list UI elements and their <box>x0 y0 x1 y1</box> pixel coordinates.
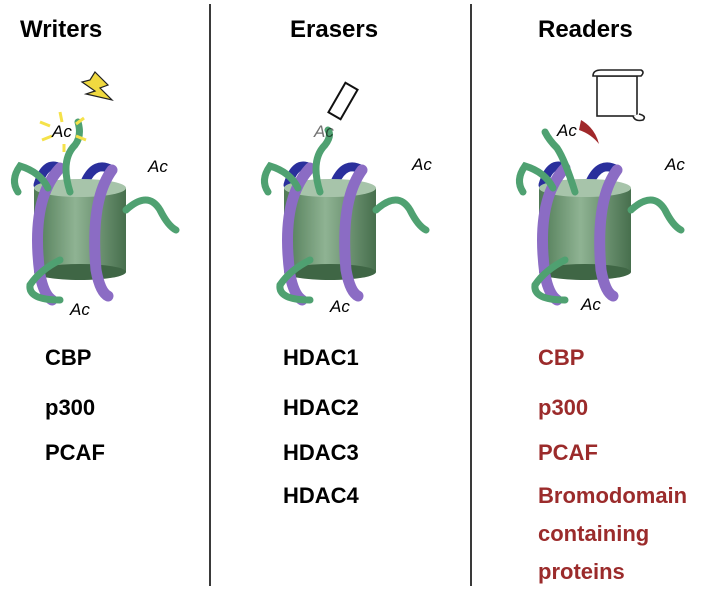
protein-label: HDAC1 <box>283 345 359 370</box>
readers-title: Readers <box>538 16 633 43</box>
histone-tail <box>312 126 333 196</box>
acetyl-mark: Ac <box>329 297 350 316</box>
acetyl-mark: Ac <box>51 122 72 141</box>
histone-tail <box>516 161 557 196</box>
protein-label: PCAF <box>45 440 105 465</box>
acetyl-mark: Ac <box>147 157 168 176</box>
protein-label: HDAC2 <box>283 395 359 420</box>
erasers-title: Erasers <box>290 16 379 43</box>
histone-tail <box>627 196 685 234</box>
scroll-icon <box>592 69 646 122</box>
protein-label: Bromodomain <box>538 483 688 508</box>
writers-nucleosome: Ac Ac Ac <box>11 71 180 319</box>
erasers-nucleosome: Ac Ac Ac <box>261 81 432 316</box>
histone-tail <box>531 256 569 304</box>
column-divider-right <box>470 4 472 586</box>
protein-label: HDAC4 <box>283 483 359 508</box>
acetyl-mark: Ac <box>411 155 432 174</box>
histone-tail <box>261 161 302 196</box>
histone-tail <box>122 196 180 234</box>
protein-label: CBP <box>538 345 585 370</box>
histone-tail <box>276 256 314 304</box>
acetyl-mark: Ac <box>664 155 685 174</box>
lightning-icon <box>80 71 114 102</box>
histone-tail <box>372 196 430 234</box>
acetyl-mark-erased: Ac <box>313 122 334 141</box>
histone-tail <box>26 256 64 304</box>
acetyl-mark: Ac <box>556 121 577 140</box>
histone-tail <box>11 161 52 196</box>
acetyl-mark: Ac <box>580 295 601 314</box>
readers-nucleosome: Ac Ac Ac <box>516 69 685 314</box>
histone-tail <box>541 128 579 196</box>
protein-label: p300 <box>45 395 96 420</box>
protein-label: proteins <box>538 559 625 584</box>
protein-label: HDAC3 <box>283 440 359 465</box>
protein-label: containing <box>538 521 650 546</box>
protein-label: PCAF <box>538 440 598 465</box>
acetyl-mark: Ac <box>69 300 90 319</box>
histone-tail <box>62 118 83 196</box>
protein-label: p300 <box>538 395 589 420</box>
reader-domain-icon <box>579 120 599 144</box>
spark-icon <box>39 111 87 152</box>
protein-label: CBP <box>45 345 92 370</box>
eraser-icon <box>327 81 359 121</box>
writers-title: Writers <box>20 16 103 43</box>
column-divider-left <box>209 4 211 586</box>
